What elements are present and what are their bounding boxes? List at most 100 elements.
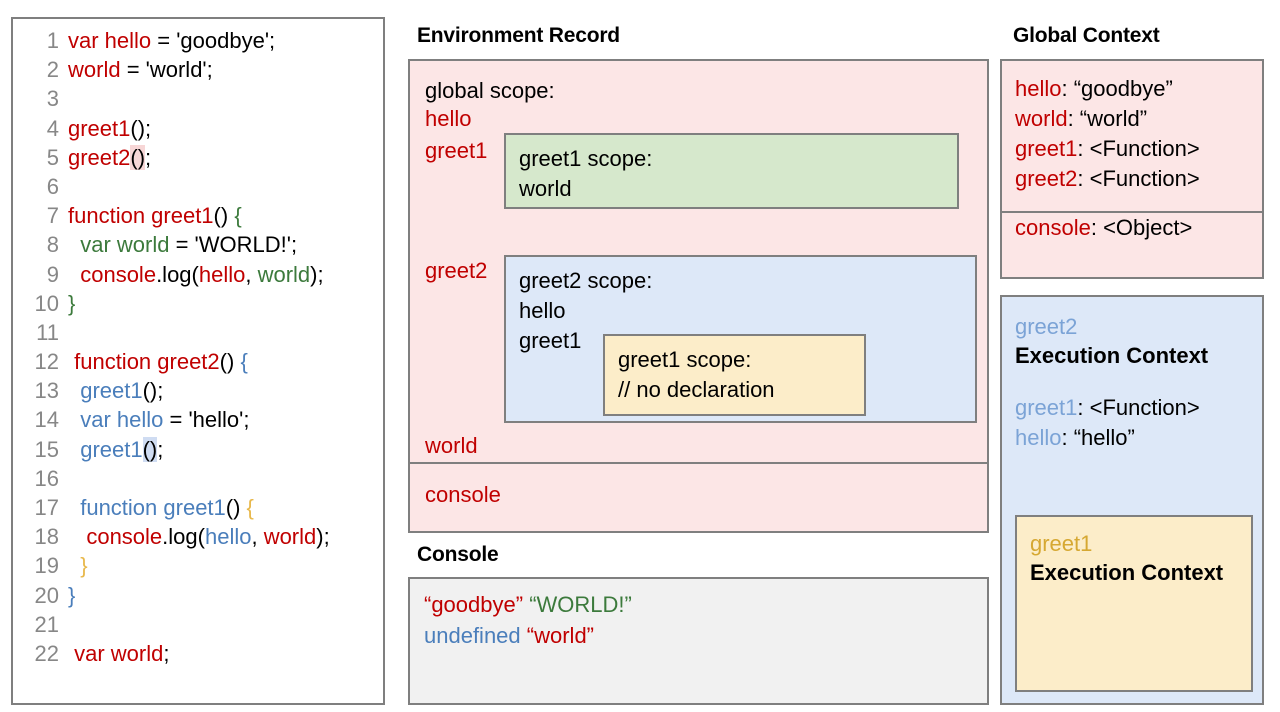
code-line[interactable]: 14 var hello = 'hello'; bbox=[13, 407, 383, 436]
line-number: 12 bbox=[34, 349, 59, 375]
line-number: 15 bbox=[34, 436, 59, 462]
code-token: () bbox=[142, 436, 158, 462]
code-line[interactable]: 10} bbox=[13, 291, 383, 320]
code-token: () bbox=[225, 495, 247, 520]
code-token: world bbox=[68, 57, 121, 83]
line-number: 10 bbox=[34, 290, 59, 316]
code-line-text: console.log(hello, world); bbox=[59, 524, 330, 550]
code-line[interactable]: 19 } bbox=[13, 553, 383, 582]
line-number: 22 bbox=[34, 640, 59, 666]
code-line[interactable]: 8 var world = 'WORLD!'; bbox=[13, 232, 383, 261]
line-number: 1 bbox=[46, 28, 59, 53]
greet1-inner-scope-box: greet1 scope: // no declaration bbox=[603, 334, 866, 416]
greet1-execution-context-name: greet1 bbox=[1030, 531, 1093, 556]
global-context-objects: console: <Object> bbox=[1002, 202, 1262, 277]
global-binding-world: world bbox=[425, 433, 478, 458]
code-line[interactable]: 9 console.log(hello, world); bbox=[13, 262, 383, 291]
code-line-text: greet1(); bbox=[59, 436, 163, 463]
line-number: 21 bbox=[34, 611, 59, 637]
entry-value: : “goodbye” bbox=[1061, 76, 1173, 101]
code-line-text: world = 'world'; bbox=[59, 57, 213, 83]
code-token: ; bbox=[145, 144, 152, 170]
greet2-context-entry: hello: “hello” bbox=[1015, 423, 1262, 453]
environment-record-title: Environment Record bbox=[417, 24, 620, 47]
code-token: } bbox=[68, 582, 76, 608]
code-line[interactable]: 6 bbox=[13, 174, 383, 203]
code-line-text: var world = 'WORLD!'; bbox=[59, 232, 297, 258]
code-line[interactable]: 22 var world; bbox=[13, 641, 383, 670]
entry-key: hello bbox=[1015, 425, 1062, 450]
code-line-text: var hello = 'goodbye'; bbox=[59, 28, 275, 54]
code-token: greet1 bbox=[68, 436, 143, 462]
greet2-scope-box: greet2 scope: hello greet1 greet1 scope:… bbox=[504, 255, 977, 423]
greet2-scope-label: greet2 scope: bbox=[519, 268, 653, 293]
code-line[interactable]: 11 bbox=[13, 320, 383, 349]
code-line[interactable]: 18 console.log(hello, world); bbox=[13, 524, 383, 553]
code-token: .log( bbox=[162, 524, 205, 550]
line-number: 19 bbox=[34, 553, 59, 579]
global-context-panel: hello: “goodbye”world: “world”greet1: <F… bbox=[1000, 59, 1264, 279]
console-line: “goodbye” “WORLD!” bbox=[424, 589, 987, 620]
entry-value: : <Object> bbox=[1090, 215, 1193, 240]
code-line-text: greet2(); bbox=[59, 144, 152, 171]
greet1-inner-scope-comment: // no declaration bbox=[618, 377, 775, 402]
global-context-entry: hello: “goodbye” bbox=[1015, 74, 1262, 104]
code-line-text: function greet1() { bbox=[59, 203, 242, 229]
code-token: { bbox=[246, 495, 254, 520]
line-number: 2 bbox=[46, 57, 59, 83]
code-line[interactable]: 17 function greet1() { bbox=[13, 495, 383, 524]
global-context-title: Global Context bbox=[1013, 24, 1160, 47]
code-line[interactable]: 15 greet1(); bbox=[13, 436, 383, 466]
code-line-text: greet1(); bbox=[59, 378, 163, 404]
code-token: “WORLD!” bbox=[529, 592, 632, 617]
code-token: function greet2 bbox=[68, 349, 220, 375]
code-line[interactable]: 20} bbox=[13, 583, 383, 612]
greet2-scope-binding-greet1: greet1 bbox=[519, 328, 582, 353]
code-line-text: console.log(hello, world); bbox=[59, 261, 324, 288]
entry-value: : <Function> bbox=[1077, 395, 1200, 420]
greet2-context-entry: greet1: <Function> bbox=[1015, 393, 1262, 423]
code-token: var world bbox=[68, 232, 170, 258]
code-token: greet1 bbox=[68, 378, 143, 404]
global-context-variables: hello: “goodbye”world: “world”greet1: <F… bbox=[1002, 61, 1262, 213]
global-context-entry: world: “world” bbox=[1015, 104, 1262, 134]
code-token: greet1 bbox=[68, 115, 131, 141]
code-line[interactable]: 3 bbox=[13, 86, 383, 115]
line-number: 20 bbox=[34, 582, 59, 608]
entry-value: : <Function> bbox=[1077, 166, 1200, 191]
line-number: 8 bbox=[46, 232, 59, 258]
code-token: () bbox=[130, 144, 146, 170]
greet1-execution-context-panel: greet1 Execution Context bbox=[1015, 515, 1253, 692]
greet2-execution-context-panel: greet2 Execution Context greet1: <Functi… bbox=[1000, 295, 1264, 705]
code-line-text: function greet2() { bbox=[59, 349, 248, 375]
global-context-entry: greet1: <Function> bbox=[1015, 134, 1262, 164]
code-token: var hello bbox=[68, 407, 164, 433]
line-number: 17 bbox=[34, 495, 59, 520]
line-number: 13 bbox=[34, 378, 59, 404]
code-token: = 'WORLD!'; bbox=[169, 232, 298, 258]
code-line[interactable]: 21 bbox=[13, 612, 383, 641]
entry-value: : “hello” bbox=[1061, 425, 1135, 450]
code-token: (); bbox=[142, 378, 164, 404]
code-token: ); bbox=[316, 524, 330, 550]
code-token: ); bbox=[310, 261, 324, 287]
code-line[interactable]: 16 bbox=[13, 466, 383, 495]
code-line[interactable]: 12 function greet2() { bbox=[13, 349, 383, 378]
entry-value: : <Function> bbox=[1077, 136, 1200, 161]
code-line[interactable]: 13 greet1(); bbox=[13, 378, 383, 407]
console-line-list: “goodbye” “WORLD!”undefined “world” bbox=[424, 589, 987, 651]
greet1-scope-binding-world: world bbox=[519, 176, 572, 201]
code-token: } bbox=[68, 553, 88, 579]
code-line-text: function greet1() { bbox=[59, 495, 254, 521]
code-token: world bbox=[263, 524, 317, 550]
code-token: console bbox=[68, 261, 157, 287]
entry-value: : “world” bbox=[1067, 106, 1148, 131]
code-token: () bbox=[219, 349, 241, 375]
